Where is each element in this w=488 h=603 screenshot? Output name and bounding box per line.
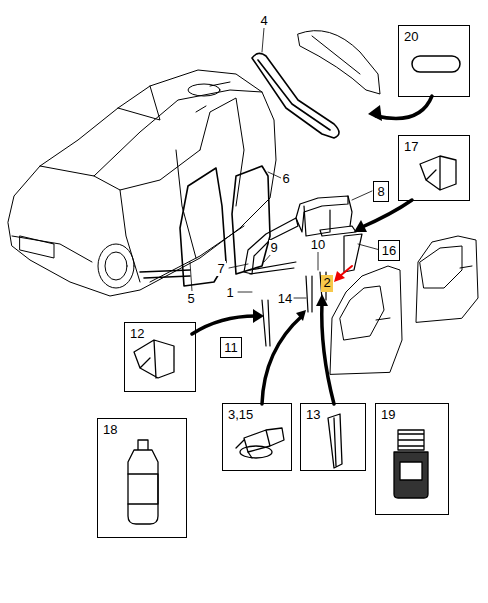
callout-number: 9 [269,240,278,255]
callout-number: 7 [216,261,225,276]
callout-number: 17 [404,139,418,154]
callout-number: 5 [186,291,195,306]
leader-line [190,28,380,298]
callout-number: 4 [259,13,268,28]
callout-number: 20 [404,29,418,44]
tailgate-seal [252,53,339,138]
part-inset-box: 19 [375,403,449,515]
push-rivet-icon [236,428,284,458]
callout-number: 2 [322,275,331,290]
part-inset-box: 18 [97,418,187,538]
callout-number: 8 [377,182,384,201]
part-inset-box: 13 [300,403,366,471]
door [330,236,478,374]
callout-number: 14 [277,291,293,306]
clip-slot-icon [412,56,460,72]
sill-moulding [298,31,380,94]
highlight-arrowhead [334,271,345,282]
callout-box: 11 [220,337,242,358]
part-inset-box: 17 [398,135,470,201]
car-body [8,70,276,296]
part-inset-box: 12 [124,322,196,392]
glue-icon [394,430,428,498]
callout-number: 6 [281,171,290,186]
callout-number: 11 [224,338,238,357]
highlight-arrow [340,266,352,276]
callout-number: 18 [103,422,117,437]
callout-box: 8 [373,181,388,202]
callout-number: 10 [310,237,326,252]
callout-number: 1 [225,285,234,300]
part-inset-box: 20 [398,25,470,97]
clip-icon [134,156,456,378]
callout-number: 19 [381,407,395,422]
callout-number: 3,15 [228,407,253,422]
callout-box: 16 [378,240,400,261]
pointer-arrow [192,96,432,404]
highlighted-callout: 2 [321,275,332,292]
callout-number: 16 [382,241,396,260]
callout-number: 12 [130,326,144,341]
window-strip [244,196,362,346]
bottle-icon [128,440,158,524]
door-seal [140,166,270,286]
strip-icon [328,414,342,468]
arrow-head [253,105,382,323]
callout-number: 13 [306,407,320,422]
part-inset-box: 3,15 [222,403,292,471]
